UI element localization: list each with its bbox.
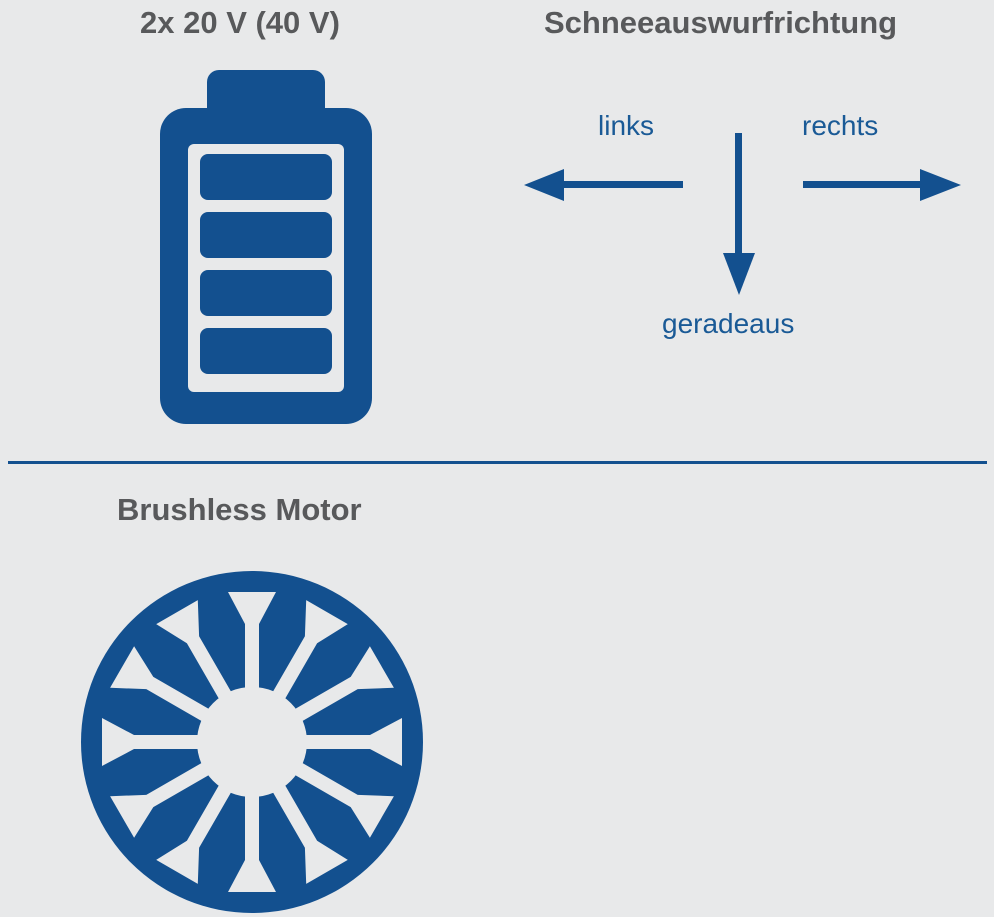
arrow-right-icon <box>803 169 961 201</box>
brushless-motor-icon <box>81 571 423 913</box>
battery-cell <box>200 270 332 316</box>
battery-cell <box>200 212 332 258</box>
direction-title: Schneeauswurfrichtung <box>544 5 898 40</box>
direction-left-label: links <box>598 110 655 141</box>
motor-tooth <box>102 718 212 766</box>
direction-down-label: geradeaus <box>662 308 795 339</box>
motor-title: Brushless Motor <box>117 492 362 527</box>
battery-full-icon <box>160 70 372 424</box>
motor-tooth <box>292 718 402 766</box>
motor-tooth <box>283 755 394 838</box>
motor-tooth <box>156 773 239 884</box>
motor-tooth <box>110 755 221 838</box>
motor-tooth <box>265 600 348 711</box>
motor-tooth <box>110 646 221 729</box>
motor-tooth <box>156 600 239 711</box>
arrow-left-icon <box>524 169 683 201</box>
direction-right-label: rechts <box>802 110 879 141</box>
motor-tooth <box>228 592 276 702</box>
motor-tooth <box>228 782 276 892</box>
section-divider <box>8 461 987 464</box>
motor-tooth <box>283 646 394 729</box>
arrow-down-icon <box>723 133 755 295</box>
battery-title: 2x 20 V (40 V) <box>140 5 340 40</box>
battery-cell <box>200 328 332 374</box>
battery-cell <box>200 154 332 200</box>
motor-tooth <box>265 773 348 884</box>
